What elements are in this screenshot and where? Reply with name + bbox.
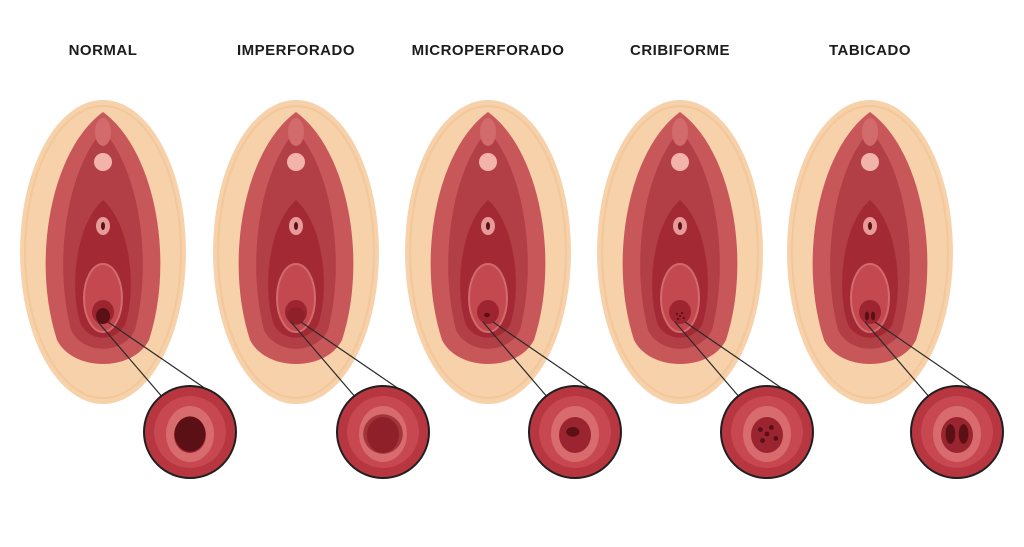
clitoral-hood (288, 118, 304, 146)
label-cribiforme: CRIBIFORME (630, 42, 730, 59)
hymen-opening (864, 311, 870, 321)
clitoris (479, 153, 497, 171)
hymen-opening (566, 426, 580, 437)
clitoris (94, 153, 112, 171)
label-tabicado: TABICADO (828, 42, 912, 59)
leader-line (482, 321, 547, 397)
hymen-opening (760, 438, 766, 444)
zoom-microperforado (528, 385, 622, 479)
hymen-opening (675, 312, 679, 316)
hymen-membrane (287, 307, 305, 325)
label-microperforado: MICROPERFORADO (411, 42, 565, 59)
hymen-opening (773, 435, 779, 441)
hymen-opening (958, 424, 969, 444)
leader-line (97, 321, 162, 397)
panel-imperforado (213, 100, 430, 479)
leader-line (290, 321, 355, 397)
panel-cribiforme (597, 100, 814, 479)
leader-line (674, 321, 739, 397)
hymen-membrane (363, 414, 403, 454)
zoom-normal (143, 385, 237, 479)
hymen-opening (96, 308, 110, 324)
hymen-opening (682, 316, 686, 320)
hymen-opening (870, 311, 876, 321)
zoom-tabicado (910, 385, 1004, 479)
clitoris (287, 153, 305, 171)
zoom-cribiforme (720, 385, 814, 479)
clitoral-hood (480, 118, 496, 146)
zoom-imperforado (336, 385, 430, 479)
panel-microperforado (405, 100, 622, 479)
panel-tabicado (787, 100, 1004, 479)
hymen-opening (174, 416, 206, 452)
clitoral-hood (672, 118, 688, 146)
hymen-opening (764, 431, 770, 437)
leader-line (864, 321, 929, 397)
clitoris (671, 153, 689, 171)
clitoral-hood (95, 118, 111, 146)
hymen-opening (945, 424, 956, 444)
panel-normal (20, 100, 237, 479)
clitoris (861, 153, 879, 171)
hymen-opening (680, 311, 684, 315)
hymen-opening (678, 314, 682, 318)
label-normal: NORMAL (68, 42, 138, 59)
hymen-opening (484, 312, 490, 318)
clitoral-hood (862, 118, 878, 146)
hymen-opening (676, 317, 680, 321)
hymen-opening (768, 424, 774, 430)
hymen-opening (757, 427, 763, 433)
label-imperforado: IMPERFORADO (237, 42, 355, 59)
